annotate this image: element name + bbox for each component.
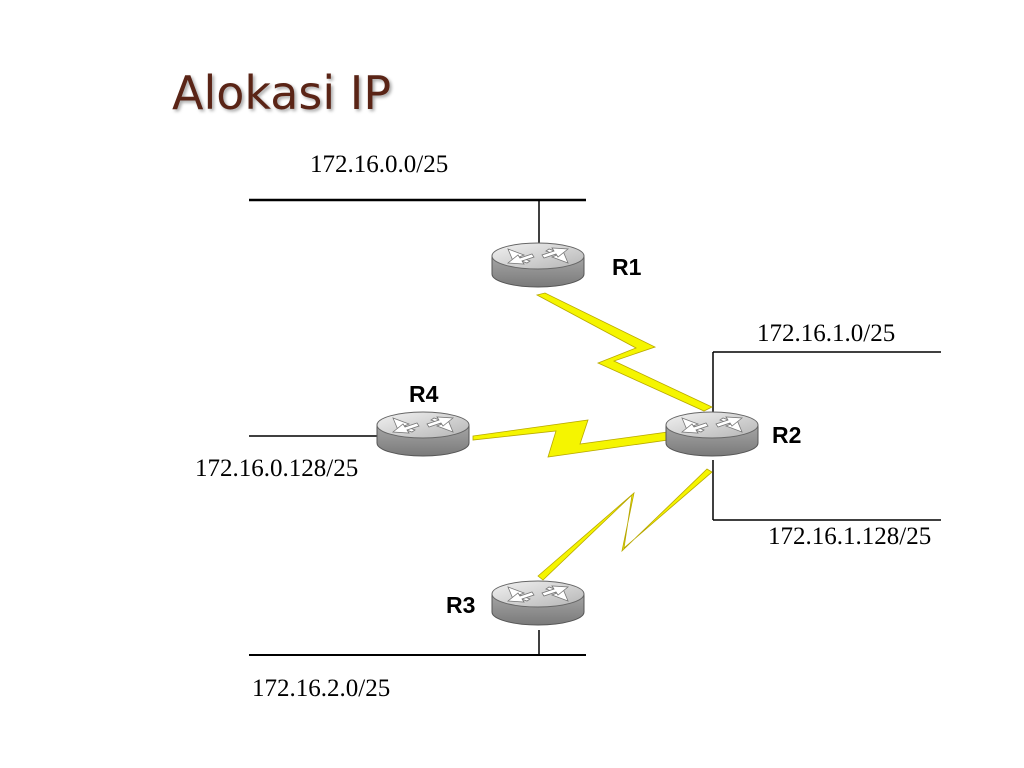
network-label-r4: 172.16.0.128/25 bbox=[195, 455, 359, 482]
router-icon bbox=[665, 411, 759, 457]
lightning-serial-link-icon bbox=[535, 292, 713, 412]
router-icon bbox=[491, 242, 585, 288]
router-icon bbox=[491, 580, 585, 626]
router-icon bbox=[376, 411, 470, 457]
router-label-r4: R4 bbox=[409, 381, 439, 407]
lightning-serial-link-icon bbox=[537, 468, 713, 581]
network-label-r2-upper: 172.16.1.0/25 bbox=[757, 320, 896, 347]
router-label-r1: R1 bbox=[612, 254, 642, 280]
router-label-r3: R3 bbox=[446, 592, 476, 618]
lightning-serial-link-icon bbox=[472, 419, 669, 458]
slide-title: Alokasi IP bbox=[172, 66, 392, 120]
router-label-r2: R2 bbox=[772, 422, 802, 448]
network-label-r2-lower: 172.16.1.128/25 bbox=[768, 523, 932, 550]
network-label-top: 172.16.0.0/25 bbox=[310, 151, 449, 178]
network-label-bottom: 172.16.2.0/25 bbox=[252, 675, 391, 702]
ethernet-segments bbox=[249, 198, 941, 656]
